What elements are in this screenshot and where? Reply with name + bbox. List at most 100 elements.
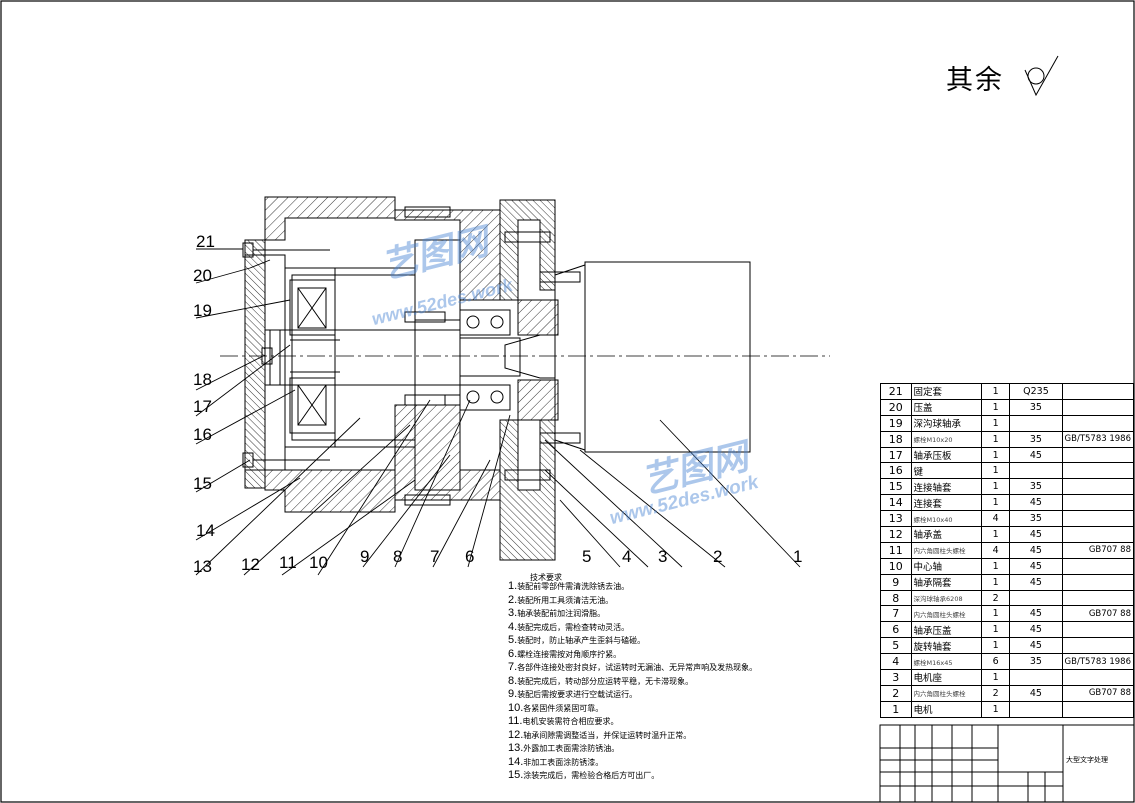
requirement-item: 2.装配所用工具须清洁无油。 [508, 593, 614, 606]
bom-cell-mat: 45 [1009, 541, 1063, 559]
bom-cell-no: 20 [880, 398, 912, 416]
bom-cell-no: 1 [880, 700, 912, 718]
bom-cell-no: 10 [880, 557, 912, 575]
bom-cell-mat: 45 [1009, 557, 1063, 575]
title-block [879, 724, 1135, 803]
bom-cell-qty: 1 [981, 462, 1011, 480]
bom-cell-qty: 2 [981, 589, 1011, 607]
bom-cell-name: 键 [910, 462, 983, 480]
part-label: 11 [279, 553, 297, 572]
bom-cell-name: 中心轴 [910, 557, 983, 575]
requirement-item: 15.涂装完成后，需检验合格后方可出厂。 [508, 769, 660, 781]
requirement-item: 6.螺栓连接需按对角顺序拧紧。 [508, 647, 622, 660]
bom-cell-no: 15 [880, 478, 912, 496]
part-label: 19 [193, 301, 212, 320]
bom-cell-mat: 45 [1009, 605, 1063, 623]
assembly-drawing [195, 196, 830, 576]
bom-cell-name: 压盖 [910, 398, 983, 416]
bom-cell-mat: 45 [1009, 573, 1063, 591]
bom-cell-qty: 2 [981, 684, 1011, 702]
bom-cell-mat: 35 [1009, 430, 1063, 448]
bom-cell-no: 18 [880, 430, 912, 448]
bom-cell-name: 螺栓M10x20 [910, 430, 983, 448]
bom-cell-name: 轴承压盖 [910, 621, 983, 639]
bom-cell-remark [1061, 637, 1135, 655]
surface-roughness-note: 其余 [946, 65, 1004, 96]
bom-cell-mat: 35 [1009, 510, 1063, 528]
bom-cell-remark [1061, 462, 1135, 480]
bom-cell-no: 17 [880, 446, 912, 464]
bom-cell-remark [1061, 669, 1135, 686]
bom-cell-remark [1061, 510, 1135, 528]
bom-cell-mat: 45 [1009, 446, 1063, 464]
bom-cell-no: 3 [880, 669, 912, 686]
bom-cell-remark [1061, 557, 1135, 575]
requirement-item: 9.装配后需按要求进行空载试运行。 [508, 688, 638, 700]
bom-cell-no: 8 [880, 589, 912, 607]
bom-cell-qty: 1 [981, 398, 1011, 416]
bom-cell-remark [1061, 621, 1135, 639]
bom-cell-name: 电机 [910, 700, 983, 718]
part-label: 9 [360, 547, 370, 566]
bom-cell-remark [1061, 414, 1135, 432]
part-label: 1 [793, 547, 803, 566]
bom-cell-mat: 45 [1009, 684, 1063, 702]
bom-cell-name: 深沟球轴承6208 [910, 589, 983, 607]
bom-cell-mat: 45 [1009, 526, 1063, 543]
bom-cell-remark [1061, 494, 1135, 512]
requirement-item: 5.装配时，防止轴承产生歪斜与磕碰。 [508, 634, 646, 646]
part-label: 2 [713, 547, 723, 566]
bom-cell-name: 固定套 [910, 383, 983, 400]
bom-cell-name: 内六角圆柱头螺栓 [910, 605, 983, 623]
bom-cell-remark [1061, 446, 1135, 464]
bom-cell-remark [1061, 478, 1135, 496]
part-label: 18 [193, 370, 212, 389]
bom-cell-mat: 35 [1009, 398, 1063, 416]
requirement-item: 11.电机安装需符合相应要求。 [508, 715, 619, 727]
bom-cell-mat: Q235 [1009, 383, 1063, 400]
bom-cell-name: 内六角圆柱头螺栓 [910, 541, 983, 559]
bom-cell-no: 16 [880, 462, 912, 480]
bom-cell-no: 7 [880, 605, 912, 623]
part-label: 13 [193, 557, 212, 576]
part-label: 7 [430, 547, 440, 566]
bom-cell-mat: 45 [1009, 621, 1063, 639]
technical-requirements-title: 技术要求 [530, 573, 562, 582]
bom-cell-qty: 1 [981, 446, 1011, 464]
bom-cell-mat [1009, 414, 1063, 432]
bom-cell-no: 9 [880, 573, 912, 591]
bom-cell-remark [1061, 589, 1135, 607]
bom-cell-no: 21 [880, 383, 912, 400]
bom-cell-remark [1061, 573, 1135, 591]
requirement-item: 14.非加工表面涂防锈漆。 [508, 755, 604, 768]
bom-cell-qty: 1 [981, 526, 1011, 543]
bom-cell-remark: GB/T5783 1986 [1061, 430, 1135, 448]
bom-cell-name: 轴承隔套 [910, 573, 983, 591]
part-label: 3 [658, 547, 668, 566]
bom-cell-no: 19 [880, 414, 912, 432]
bom-cell-qty: 1 [981, 557, 1011, 575]
bom-cell-name: 螺栓M10x40 [910, 510, 983, 528]
bom-cell-no: 11 [880, 541, 912, 559]
bom-cell-qty: 1 [981, 637, 1011, 655]
bom-cell-mat: 45 [1009, 494, 1063, 512]
bom-cell-mat [1009, 462, 1063, 480]
requirement-item: 8.装配完成后，转动部分应运转平稳，无卡滞现象。 [508, 674, 694, 687]
bom-cell-remark [1061, 700, 1135, 718]
bom-cell-name: 连接轴套 [910, 478, 983, 496]
bom-cell-name: 轴承压板 [910, 446, 983, 464]
bom-cell-name: 电机座 [910, 669, 983, 686]
requirement-item: 1.装配前零部件需清洗除锈去油。 [508, 580, 630, 592]
